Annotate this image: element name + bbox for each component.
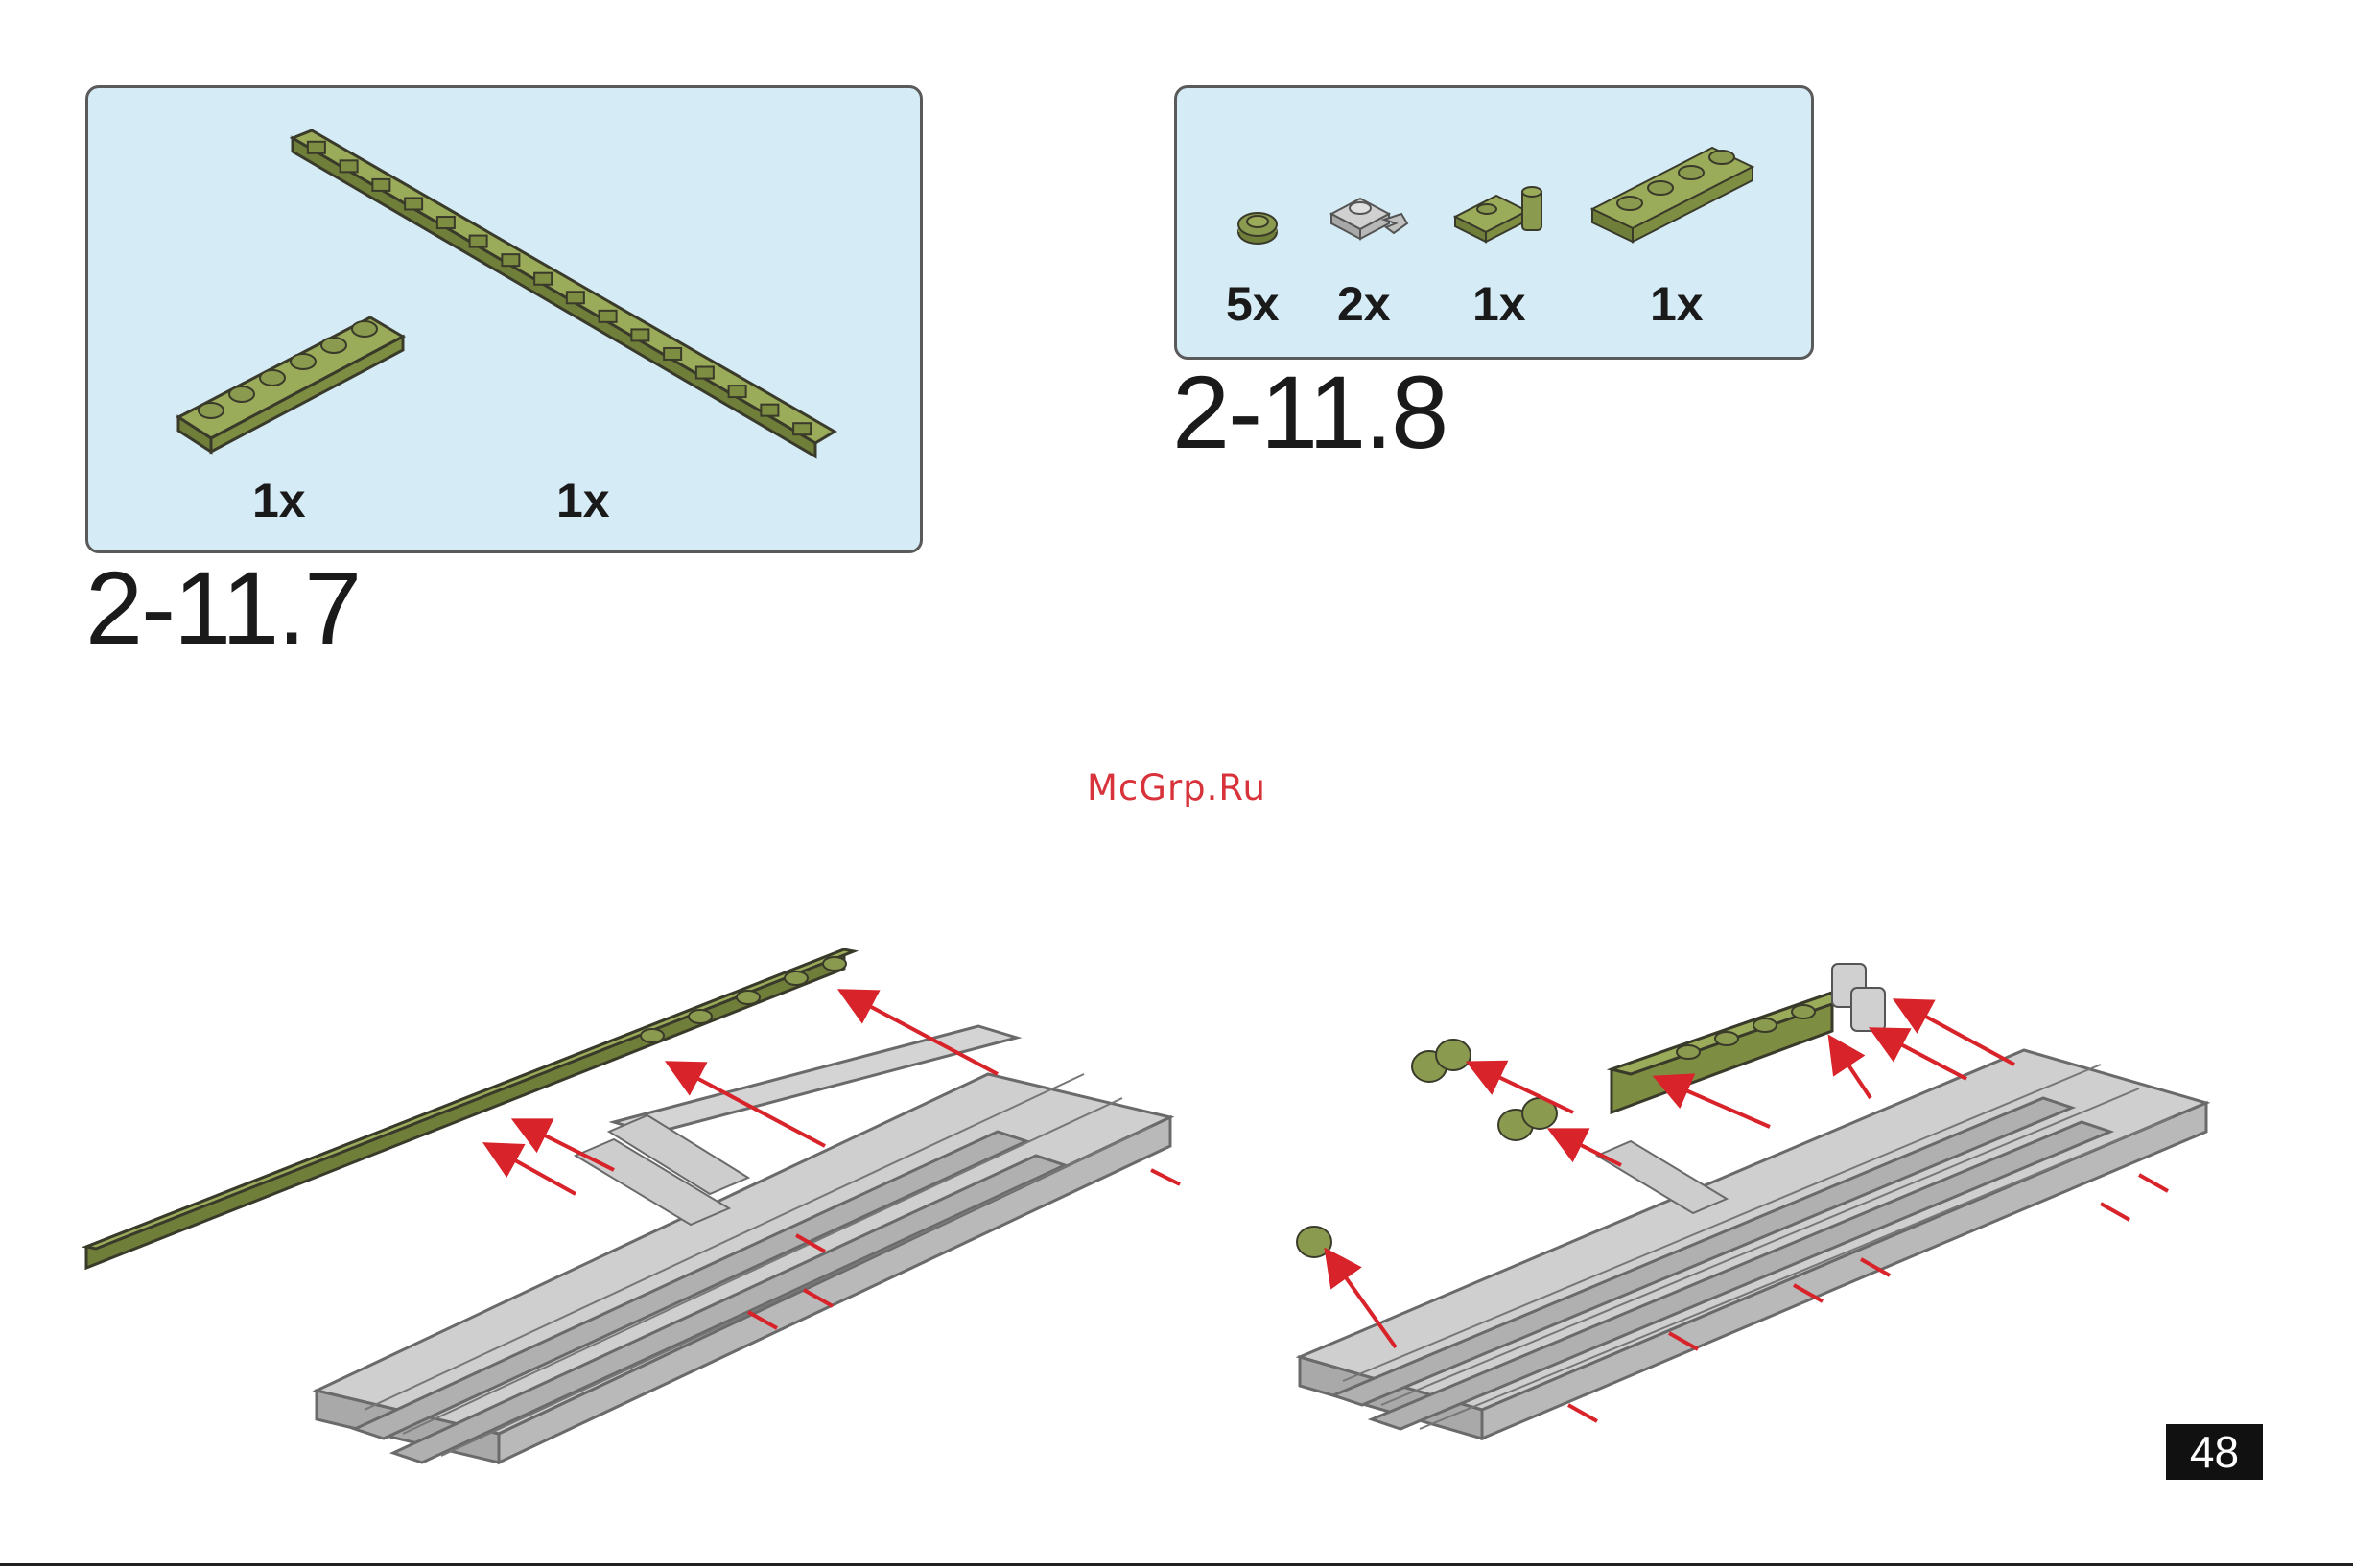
assembly-step-2-11-8-illustration — [1237, 945, 2235, 1482]
plate-stud — [341, 160, 358, 172]
assembly-step-2-11-7-illustration — [77, 930, 1199, 1496]
page-number: 48 — [2166, 1424, 2263, 1480]
part-qty: 1x — [1472, 280, 1526, 328]
plate-stud — [437, 217, 455, 228]
part-qty: 1x — [556, 477, 610, 525]
part-qty: 1x — [1650, 280, 1704, 328]
plate-stud — [696, 367, 714, 379]
plate-stud — [761, 405, 778, 416]
part-qty: 2x — [1337, 280, 1391, 328]
plate-stud — [600, 311, 617, 322]
green-hinge-plate-icon — [1450, 180, 1551, 247]
plate-stud — [631, 329, 648, 340]
plate-stud — [502, 254, 519, 266]
plate-stud — [793, 423, 811, 434]
bottom-rule — [0, 1563, 2353, 1566]
plate-stud — [534, 273, 552, 285]
plate-stud — [470, 236, 487, 247]
watermark: McGrp.Ru — [1087, 767, 1266, 808]
step-number: 2-11.8 — [1172, 361, 1447, 464]
plate-stud — [308, 142, 325, 153]
part-qty: 5x — [1226, 280, 1280, 328]
plate-stud — [567, 292, 584, 303]
green-plate-1x4-icon — [1588, 140, 1760, 250]
green-round-plate-1x1-icon — [1234, 203, 1282, 251]
plate-stud — [664, 348, 681, 360]
step-number: 2-11.7 — [85, 556, 360, 660]
grey-clip-plate-1x1-icon — [1327, 185, 1413, 247]
part-qty: 1x — [252, 477, 306, 525]
green-plate-1x6-icon — [173, 312, 408, 456]
plate-stud — [372, 179, 389, 191]
plate-stud — [405, 198, 422, 209]
plate-stud — [729, 386, 746, 397]
